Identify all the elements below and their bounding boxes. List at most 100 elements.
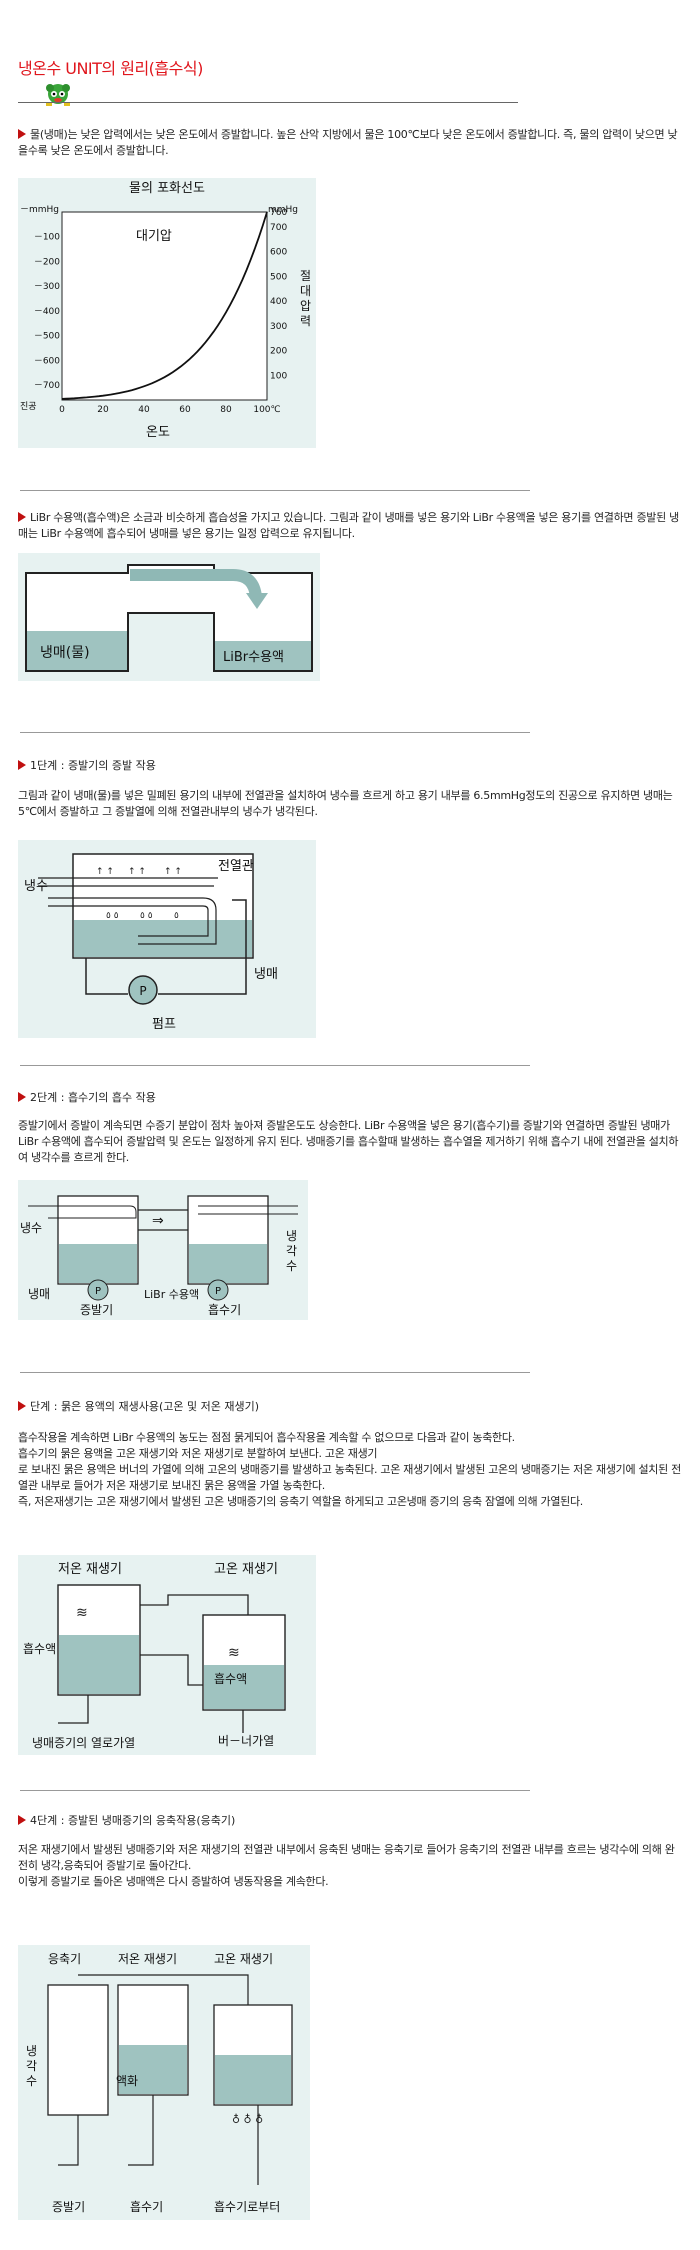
fig-burner-label: 버－너가열 [218, 1734, 274, 1748]
intro-paragraph: 물(냉매)는 낮은 압력에서는 낮은 온도에서 증발합니다. 높은 산악 지방에… [18, 128, 678, 157]
fig-libr-label: LiBr수용액 [223, 650, 284, 665]
left-tick-label: －200 [34, 257, 60, 267]
bullet-triangle-icon [18, 1092, 26, 1102]
x-tick-label: 40 [138, 405, 150, 415]
svg-text:٥ ٥: ٥ ٥ [140, 911, 153, 921]
bullet-triangle-icon [18, 1815, 26, 1825]
left-unit-label: －mmHg [20, 205, 59, 215]
left-tick-label: －500 [34, 332, 60, 342]
svg-text:≋: ≋ [76, 1605, 88, 1621]
right-tick-label: 600 [270, 248, 287, 258]
svg-text:↑ ↑: ↑ ↑ [128, 867, 146, 877]
fig-refrigerant-label: 냉매 [254, 967, 278, 982]
pump-letter: P [139, 984, 146, 998]
right-tick-label: 300 [270, 322, 287, 332]
right-tick-label: 200 [270, 347, 287, 357]
fig-cooling-water-char: 냉 [26, 2044, 37, 2058]
fig-evaporator-label: 증발기 [80, 1303, 113, 1317]
step3-paragraph: 흡수작용을 계속하면 LiBr 수용액의 농도는 점점 묽게되어 흡수작용을 계… [18, 1431, 681, 1508]
pump-letter: P [95, 1286, 101, 1297]
step3-heading: 단계 : 묽은 용액의 재생사용(고온 및 저온 재생기) [18, 1398, 259, 1414]
svg-text:٥ ٥: ٥ ٥ [106, 911, 119, 921]
right-axis-char: 절 [300, 269, 311, 283]
right-tick-label: 400 [270, 297, 287, 307]
section-divider [20, 1790, 530, 1791]
pump-letter: P [215, 1286, 221, 1297]
step3-figure: 저온 재생기 고온 재생기 흡수액 흡수액 냉매증기의 열로가열 버－너가열 ≋… [18, 1555, 316, 1755]
vacuum-label: 진공 [20, 401, 37, 412]
left-tick-label: －600 [34, 356, 60, 366]
svg-text:↑ ↑: ↑ ↑ [164, 867, 182, 877]
step4-heading: 4단계 : 증발된 냉매증기의 응축작용(응축기) [18, 1812, 235, 1828]
section-divider [20, 1065, 530, 1066]
section-divider [20, 732, 530, 733]
right-axis-char: 력 [300, 314, 311, 328]
svg-text:↑ ↑: ↑ ↑ [96, 867, 114, 877]
fig-absorber-label: 흡수기 [130, 2200, 163, 2214]
libr-figure: 냉매(물) LiBr수용액 [18, 553, 320, 681]
right-axis-char: 압 [300, 299, 311, 313]
left-tick-label: －700 [34, 381, 60, 391]
page-title: 냉온수 UNIT의 원리(흡수식) [18, 59, 203, 78]
title-underline [18, 102, 518, 103]
step4-paragraph: 저온 재생기에서 발생된 냉매증기와 저온 재생기의 전열관 내부에서 응축된 … [18, 1843, 675, 1888]
x-tick-label: 80 [220, 405, 232, 415]
fig-pump-label: 펌프 [152, 1017, 176, 1032]
curve-label: 대기압 [136, 229, 172, 244]
plot-area [61, 211, 268, 401]
step2-paragraph: 증발기에서 증발이 계속되면 수증기 분압이 점차 높아져 증발온도도 상승한다… [18, 1119, 679, 1164]
saturation-chart: 물의 포화선도 －mmHg mmHg －100－200－300－400－500－… [18, 178, 316, 448]
x-axis-label: 온도 [146, 425, 170, 440]
fig-high-gen-label: 고온 재생기 [214, 1562, 278, 1577]
fig-refrigerant-label: 냉매(물) [40, 645, 90, 661]
fig-low-gen-label: 저온 재생기 [58, 1562, 122, 1577]
fig-high-gen-label: 고온 재생기 [214, 1952, 273, 1966]
fig-refrigerant-label: 냉매 [28, 1287, 50, 1301]
right-unit-label: mmHg [268, 205, 298, 215]
fig-cooling-water-char: 각 [286, 1244, 297, 1258]
fig-tube-label: 전열관 [218, 859, 254, 874]
right-axis-char: 대 [300, 284, 311, 298]
right-tick-label: 100 [270, 371, 287, 381]
step4-figure: 응축기 저온 재생기 고온 재생기 액화 증발기 흡수기 흡수기로부터 ♁ ♁ … [18, 1945, 310, 2220]
section-divider [20, 1372, 530, 1373]
saturation-curve [61, 211, 268, 400]
fig-cooling-water-char: 각 [26, 2059, 37, 2073]
section-divider [20, 490, 530, 491]
libr-paragraph: LiBr 수용액(흡수액)은 소금과 비슷하게 흡습성을 가지고 있습니다. 그… [18, 511, 679, 540]
fig-cold-water-label: 냉수 [24, 879, 48, 894]
fig-cooling-water-char: 수 [26, 2074, 37, 2088]
fig-vapor-heat-label: 냉매증기의 열로가열 [32, 1736, 135, 1750]
step2-heading: 2단계 : 흡수기의 흡수 작용 [18, 1089, 156, 1105]
mascot-icon [44, 82, 72, 108]
fig-absorbent-right-label: 흡수액 [214, 1672, 247, 1686]
svg-text:≋: ≋ [228, 1645, 240, 1661]
step1-heading: 1단계 : 증발기의 증발 작용 [18, 757, 156, 773]
svg-text:٥: ٥ [174, 911, 179, 921]
right-tick-label: 760 [270, 208, 287, 218]
fig-absorbent-left-label: 흡수액 [23, 1642, 56, 1656]
bullet-triangle-icon [18, 760, 26, 770]
fig-solution-label: LiBr 수용액 [144, 1288, 199, 1301]
fig-liquefy-label: 액화 [116, 2074, 138, 2088]
x-tick-label: 60 [179, 405, 191, 415]
left-tick-label: －300 [34, 282, 60, 292]
left-tick-label: －400 [34, 307, 60, 317]
right-tick-label: 700 [270, 223, 287, 233]
bullet-triangle-icon [18, 512, 26, 522]
fig-from-absorber-label: 흡수기로부터 [214, 2200, 280, 2214]
svg-text:♁ ♁ ♁: ♁ ♁ ♁ [232, 2113, 263, 2126]
bullet-triangle-icon [18, 1401, 26, 1411]
x-tick-label: 0 [59, 405, 65, 415]
chart-title: 물의 포화선도 [129, 181, 205, 196]
fig-absorber-label: 흡수기 [208, 1303, 241, 1317]
step1-paragraph: 그림과 같이 냉매(물)를 넣은 밀폐된 용기의 내부에 전열관을 설치하여 냉… [18, 789, 673, 818]
fig-evaporator-label: 증발기 [52, 2200, 85, 2214]
svg-text:⇒: ⇒ [152, 1213, 164, 1229]
fig-cold-water-label: 냉수 [20, 1221, 42, 1235]
fig-condenser-label: 응축기 [48, 1952, 81, 1966]
x-tick-label: 100℃ [253, 405, 280, 415]
step1-figure: P 냉수 전열관 냉매 펌프 ↑ ↑ ↑ ↑ ↑ ↑ ٥ ٥ ٥ ٥ ٥ [18, 840, 316, 1038]
fig-low-gen-label: 저온 재생기 [118, 1952, 177, 1966]
